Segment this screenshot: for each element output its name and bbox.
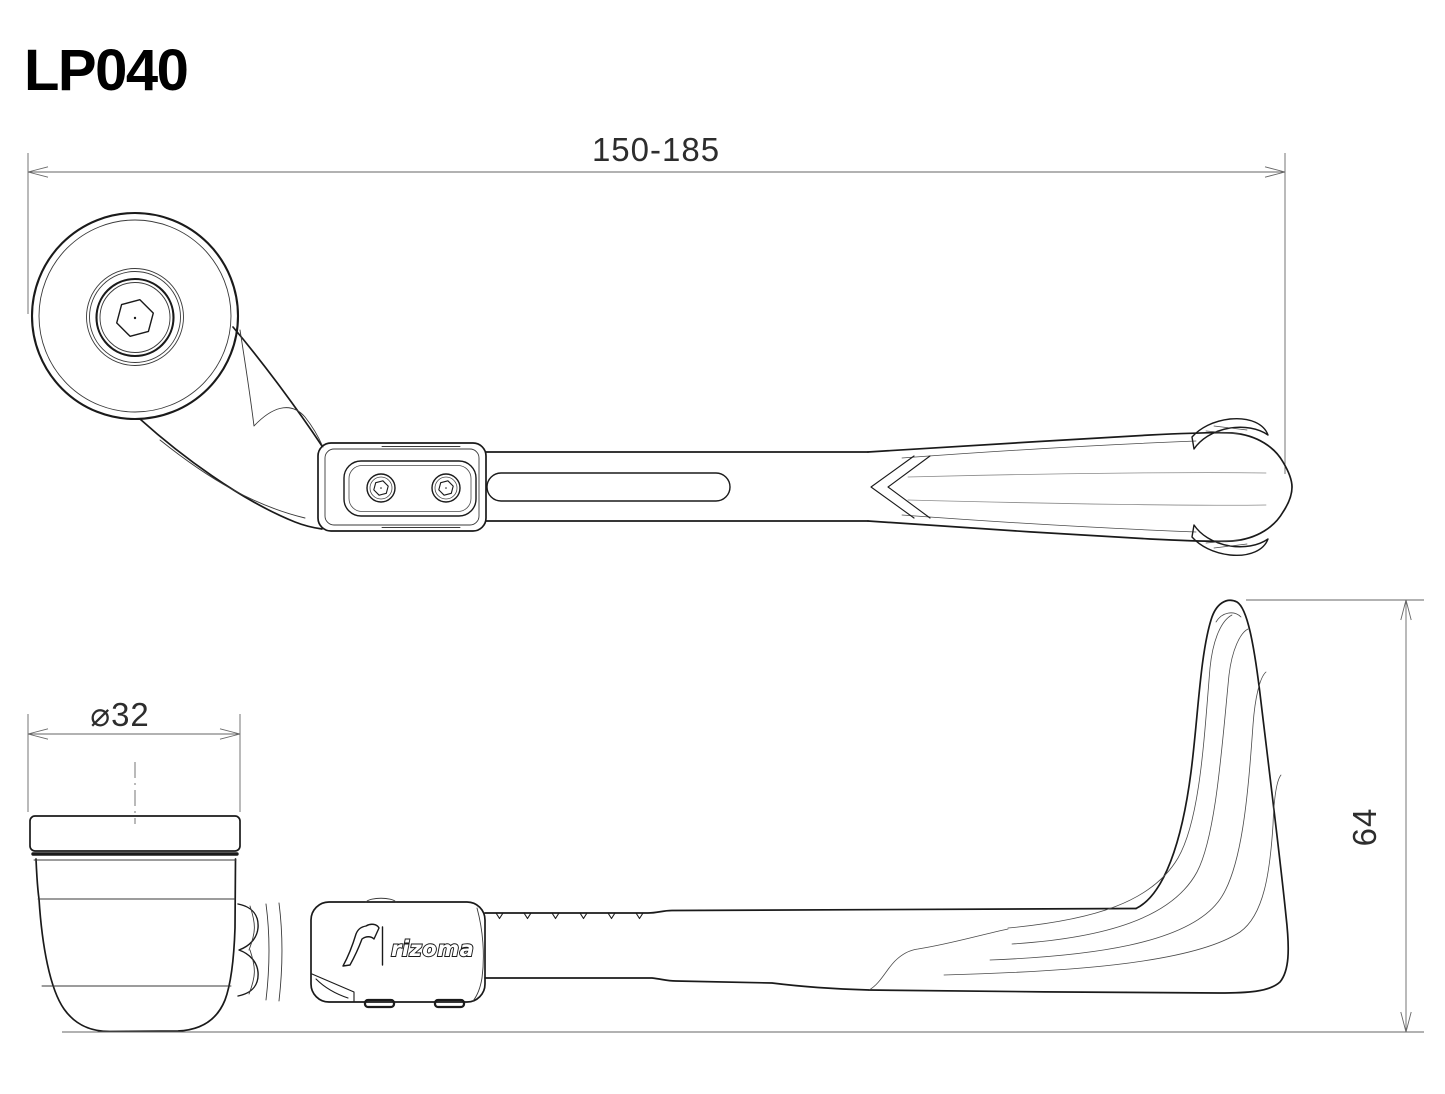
rizoma-logo-icon — [342, 923, 380, 967]
clamp-block-top — [317, 442, 487, 532]
block-foot-left — [363, 998, 396, 1009]
length-dimension: 150-185 — [27, 131, 1286, 474]
top-view: 150-185 — [27, 131, 1293, 557]
diameter-dimension-label: ⌀32 — [90, 696, 150, 733]
bar-end-outer-circle — [30, 211, 240, 421]
bolt-head-circle — [95, 277, 175, 358]
bar-end-side — [29, 815, 241, 1033]
brand-logo: rizoma — [342, 923, 475, 967]
block-wedge-detail — [311, 973, 355, 1003]
length-dimension-label: 150-185 — [592, 131, 720, 168]
hex-socket-icon — [373, 480, 389, 496]
clamp-rings — [237, 902, 283, 1002]
guard-blade-top — [867, 417, 1293, 557]
guard-hook-side — [868, 599, 1290, 994]
part-number: LP040 — [24, 38, 187, 103]
tip-hooks — [1191, 417, 1269, 557]
diameter-dimension-lines — [27, 714, 241, 812]
hex-socket-icon — [115, 299, 155, 337]
adjust-slot — [486, 472, 731, 502]
serration-ticks — [495, 912, 644, 920]
rizoma-logo-text: rizoma — [391, 937, 474, 961]
clamp-screw-left — [366, 473, 396, 503]
hex-socket-icon — [438, 480, 454, 496]
side-view: ⌀32 rizoma — [27, 599, 1424, 1033]
guard-arm-side — [484, 907, 1137, 991]
hook-contour-lines — [868, 612, 1282, 991]
blade-outline — [867, 431, 1293, 543]
chevron-detail — [870, 455, 931, 519]
guard-arm-top — [485, 451, 869, 522]
height-dimension: 64 — [62, 599, 1424, 1033]
mount-arm — [139, 326, 324, 530]
clamp-block-side: rizoma — [310, 897, 486, 1009]
clamp-screw-right — [431, 473, 461, 503]
length-dimension-lines — [27, 153, 1286, 474]
height-dimension-label: 64 — [1346, 808, 1383, 847]
hook-outline — [868, 599, 1290, 994]
height-dimension-lines — [62, 599, 1424, 1033]
bar-end-front — [30, 211, 240, 421]
block-foot-right — [433, 998, 466, 1009]
diameter-dimension: ⌀32 — [27, 696, 241, 824]
